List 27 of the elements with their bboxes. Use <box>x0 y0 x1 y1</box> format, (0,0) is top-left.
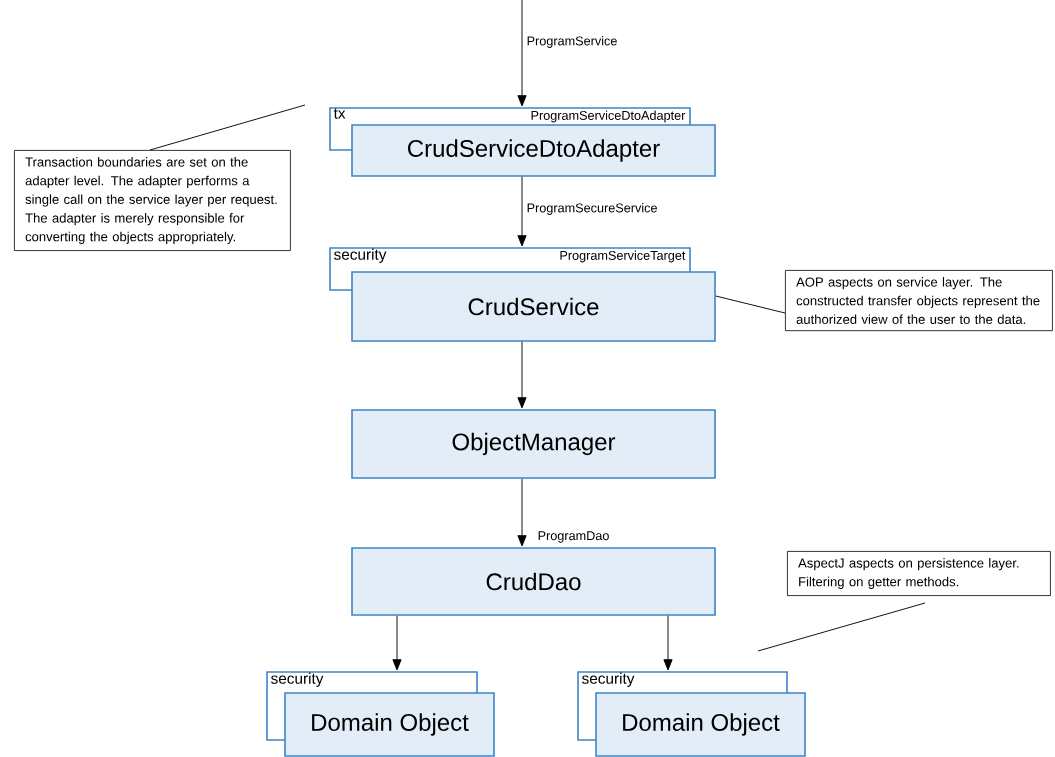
arrow <box>517 341 527 409</box>
edge-label: ProgramDao <box>536 530 611 544</box>
arrow <box>517 176 527 247</box>
component-box: CrudServiceDtoAdapter <box>351 124 716 177</box>
note-box: AOP aspects on service layer. The constructed transfer objects represent the authorized view of the user to the data. <box>785 270 1053 332</box>
leader-line <box>715 295 786 314</box>
component-box: CrudService <box>351 271 716 342</box>
edge-label: ProgramSecureService <box>525 201 659 217</box>
leader-line <box>149 104 306 151</box>
aspect-label: security <box>334 248 387 263</box>
aspect-label: security <box>271 672 324 687</box>
arrow <box>517 478 527 547</box>
edge-label: ProgramService <box>525 34 619 50</box>
component-box: ObjectManager <box>351 409 716 479</box>
arrow <box>392 615 402 671</box>
arrow <box>663 615 673 671</box>
aspect-label: security <box>582 672 635 687</box>
bean-name: ProgramServiceDtoAdapter <box>531 110 686 123</box>
bean-name: ProgramServiceTarget <box>560 250 686 263</box>
component-box: CrudDao <box>351 547 716 616</box>
component-box: Domain Object <box>595 692 806 757</box>
arrow <box>517 0 527 107</box>
aspect-label: tx <box>333 108 346 119</box>
note-box: AspectJ aspects on persistence layer. Filtering on getter methods. <box>787 551 1051 596</box>
note-box: Transaction boundaries are set on the adapter level. The adapter performs a single call on the service layer per request. The adapter is merely responsible for converting the objects appropriately. <box>14 150 291 251</box>
leader-line <box>757 602 926 652</box>
component-box: Domain Object <box>284 692 495 757</box>
